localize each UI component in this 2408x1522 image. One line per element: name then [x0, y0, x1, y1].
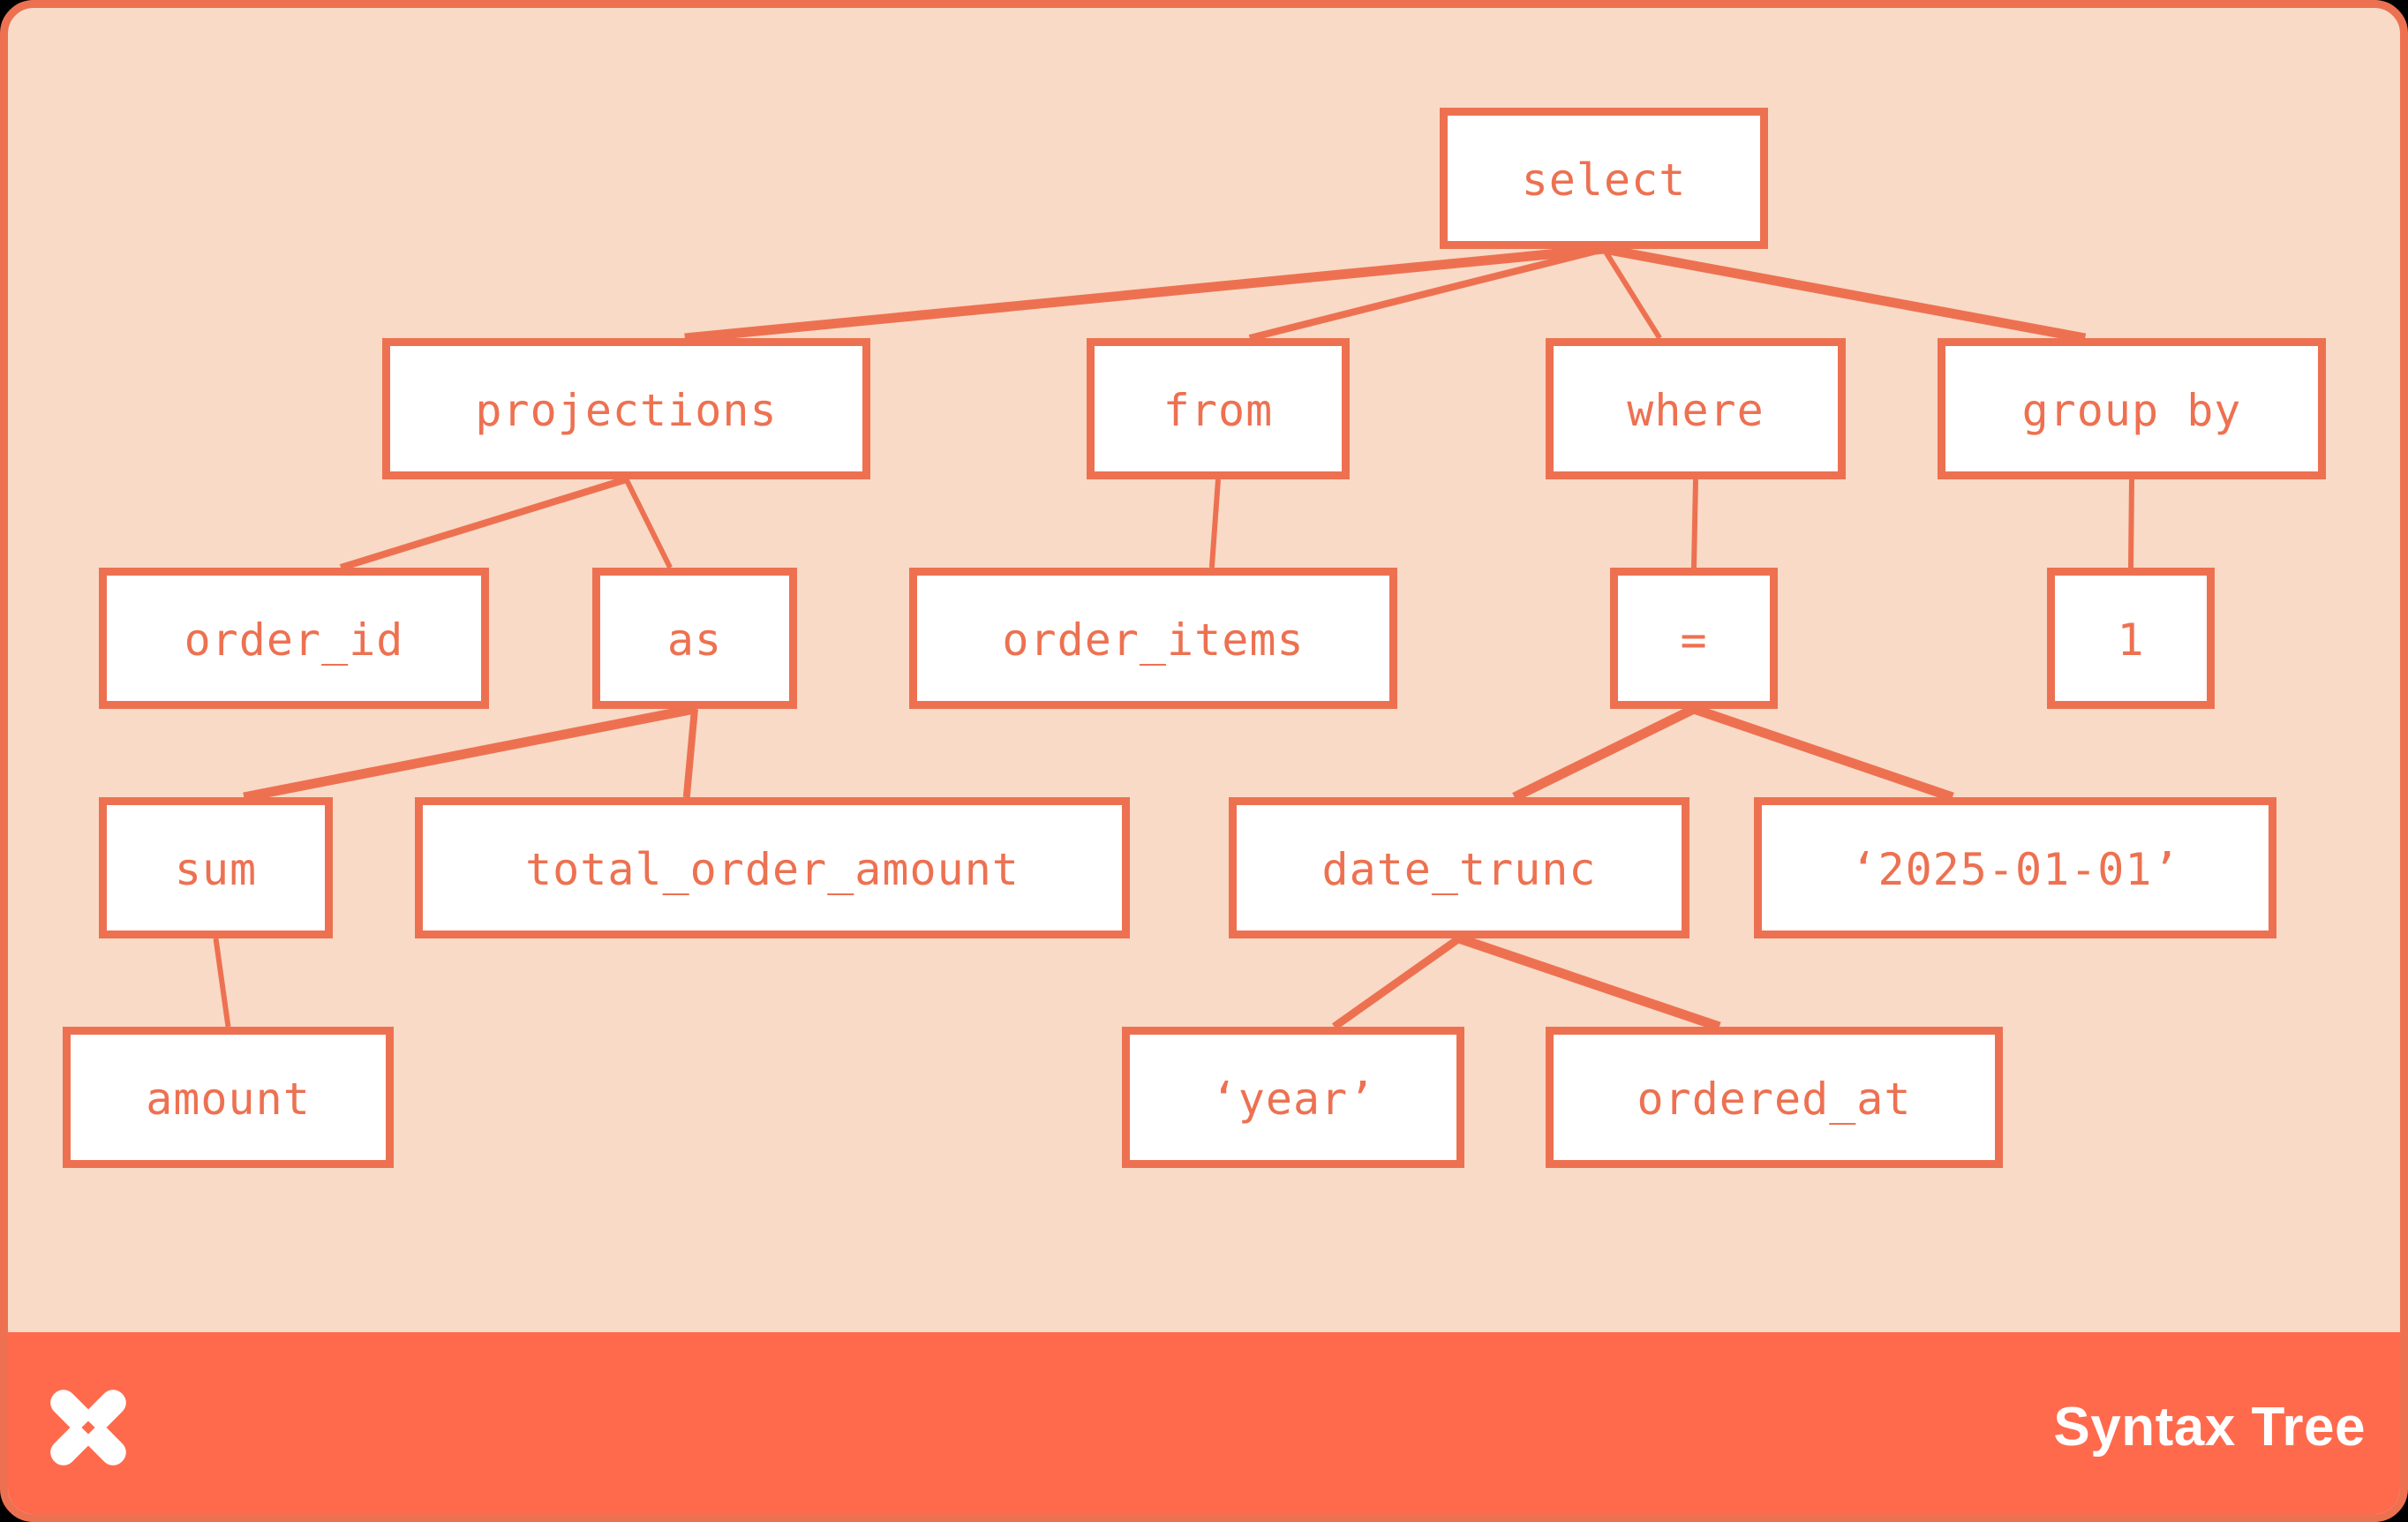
tree-node-box: [1754, 797, 2276, 938]
tree-edge-as-to-total-order-amount: [682, 708, 698, 798]
tree-edge-from-to-order-items: [1208, 478, 1221, 569]
tree-edge-equals-to-date-trunc: [1512, 704, 1697, 802]
tree-node-label: amount: [146, 1074, 311, 1125]
tree-node-box: [2047, 568, 2215, 709]
syntax-tree-svg: select projections from where group by order_…: [63, 108, 2326, 1168]
tree-node-label: where: [1627, 385, 1765, 436]
tree-edge-select-to-projections: [684, 244, 1605, 343]
tree-node-amount[interactable]: amount: [63, 1027, 394, 1168]
tree-edge-group-by-to-one: [2128, 478, 2134, 569]
tree-node-box: [909, 568, 1397, 709]
tree-node-box: [99, 568, 489, 709]
tree-node-from[interactable]: from: [1087, 338, 1350, 479]
tree-node-label: from: [1163, 385, 1273, 436]
tree-node-label: total_order_amount: [525, 844, 1020, 895]
tree-edge-sum-to-amount: [213, 938, 231, 1028]
tree-edge-date-trunc-to-year-literal: [1331, 935, 1462, 1030]
star-burst-logo-icon: [50, 1389, 126, 1465]
tree-node-label: projections: [475, 385, 777, 436]
tree-node-label: order_items: [1002, 614, 1304, 666]
footer-title: Syntax Tree: [2053, 1397, 2366, 1458]
tree-node-label: ‘year’: [1211, 1074, 1376, 1125]
tree-node-label: 1: [2117, 614, 2144, 666]
tree-node-total-order-amount[interactable]: total_order_amount: [415, 797, 1130, 938]
tree-node-sum[interactable]: sum: [99, 797, 333, 938]
tree-node-group-by[interactable]: group by: [1938, 338, 2326, 479]
tree-node-one[interactable]: 1: [2047, 568, 2215, 709]
tree-edge-where-to-equals: [1691, 478, 1698, 569]
tree-node-order-items[interactable]: order_items: [909, 568, 1397, 709]
tree-edge-select-to-from: [1248, 245, 1605, 342]
tree-node-box: [1087, 338, 1350, 479]
tree-node-label: order_id: [184, 614, 404, 666]
tree-node-box: [1546, 338, 1846, 479]
tree-node-box: [415, 797, 1130, 938]
tree-node-equals[interactable]: =: [1610, 568, 1778, 709]
tree-node-label: sum: [175, 844, 257, 895]
tree-node-box: [592, 568, 797, 709]
node-layer: select projections from where group by order_…: [63, 108, 2326, 1168]
tree-node-box: [1229, 797, 1689, 938]
tree-node-projections[interactable]: projections: [382, 338, 870, 479]
tree-node-label: ordered_at: [1637, 1074, 1911, 1125]
tree-node-box: [1546, 1027, 2003, 1168]
tree-node-as[interactable]: as: [592, 568, 797, 709]
tree-node-date-trunc[interactable]: date_trunc: [1229, 797, 1689, 938]
tree-node-label: as: [667, 614, 722, 666]
tree-node-ordered-at[interactable]: ordered_at: [1546, 1027, 2003, 1168]
tree-node-label: select: [1522, 154, 1687, 206]
tree-node-label: group by: [2022, 385, 2242, 436]
tree-node-box: [1440, 108, 1768, 249]
tree-node-order-id[interactable]: order_id: [99, 568, 489, 709]
footer-bar: Syntax Tree: [8, 1332, 2400, 1514]
tree-edge-projections-to-order-id: [339, 476, 628, 571]
edge-layer: [213, 244, 2134, 1032]
tree-node-label: =: [1680, 614, 1707, 666]
syntax-tree-canvas: select projections from where group by order_…: [8, 8, 2400, 1345]
tree-edge-select-to-group-by: [1602, 244, 2087, 343]
tree-node-year-literal[interactable]: ‘year’: [1122, 1027, 1464, 1168]
tree-edge-date-trunc-to-ordered-at: [1457, 933, 1721, 1032]
tree-node-box: [99, 797, 333, 938]
tree-node-box: [1610, 568, 1778, 709]
tree-node-select[interactable]: select: [1440, 108, 1768, 249]
tree-node-date-literal[interactable]: ‘2025-01-01’: [1754, 797, 2276, 938]
tree-node-label: date_trunc: [1321, 844, 1596, 895]
tree-node-where[interactable]: where: [1546, 338, 1846, 479]
tree-node-box: [1938, 338, 2326, 479]
tree-edge-as-to-sum: [243, 704, 696, 802]
tree-edge-select-to-where: [1601, 247, 1662, 340]
tree-edge-projections-to-as: [623, 478, 673, 569]
tree-node-box: [382, 338, 870, 479]
tree-edge-equals-to-date-literal: [1692, 704, 1954, 802]
tree-node-box: [1122, 1027, 1464, 1168]
tree-node-label: ‘2025-01-01’: [1850, 844, 2179, 895]
tree-node-box: [63, 1027, 394, 1168]
